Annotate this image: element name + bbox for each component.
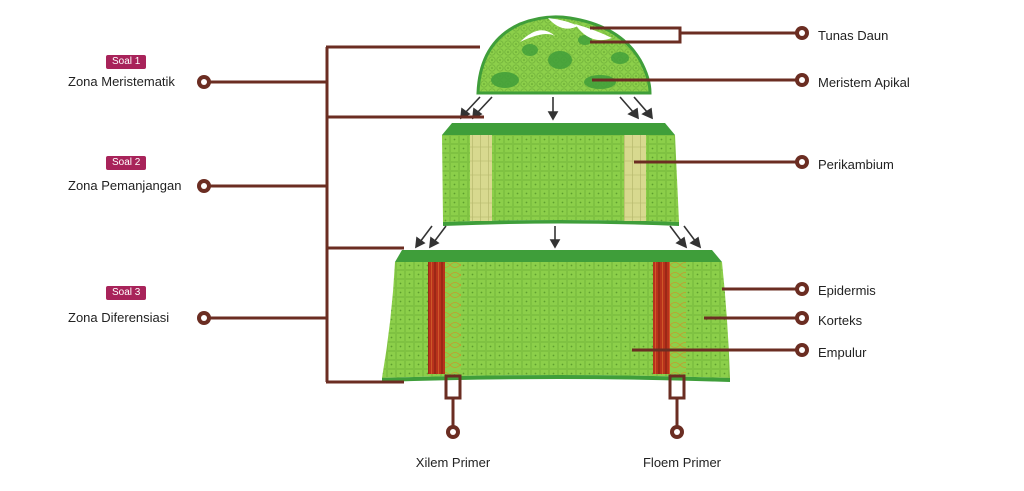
arrows-lower xyxy=(415,225,702,249)
arrows-upper xyxy=(460,96,653,121)
zone-1-badge: Soal 1 xyxy=(106,55,147,69)
differentiation-block xyxy=(382,250,730,382)
label-floem-primer: Floem Primer xyxy=(642,455,722,470)
label-korteks: Korteks xyxy=(818,313,863,328)
zone-3-label: Zona Diferensiasi xyxy=(68,310,170,325)
label-perikambium: Perikambium xyxy=(818,157,894,172)
label-xilem-primer: Xilem Primer xyxy=(415,455,491,470)
zone-2-label: Zona Pemanjangan xyxy=(68,178,182,193)
right-leaders xyxy=(590,26,800,352)
meristem-dome xyxy=(476,15,652,95)
zone-2-badge: Soal 2 xyxy=(106,156,147,170)
left-pins xyxy=(197,75,211,325)
zone-bracket xyxy=(205,45,484,384)
label-epidermis: Epidermis xyxy=(818,283,876,298)
label-tunas-daun: Tunas Daun xyxy=(818,28,889,43)
zone-1-label: Zona Meristematik xyxy=(68,74,175,89)
bottom-pins xyxy=(446,425,684,439)
label-empulur: Empulur xyxy=(818,345,867,360)
bottom-leaders xyxy=(444,374,686,428)
zone-3-badge: Soal 3 xyxy=(106,286,147,300)
right-pins xyxy=(795,26,809,357)
label-meristem-apikal: Meristem Apikal xyxy=(818,75,910,90)
elongation-block xyxy=(442,123,679,226)
